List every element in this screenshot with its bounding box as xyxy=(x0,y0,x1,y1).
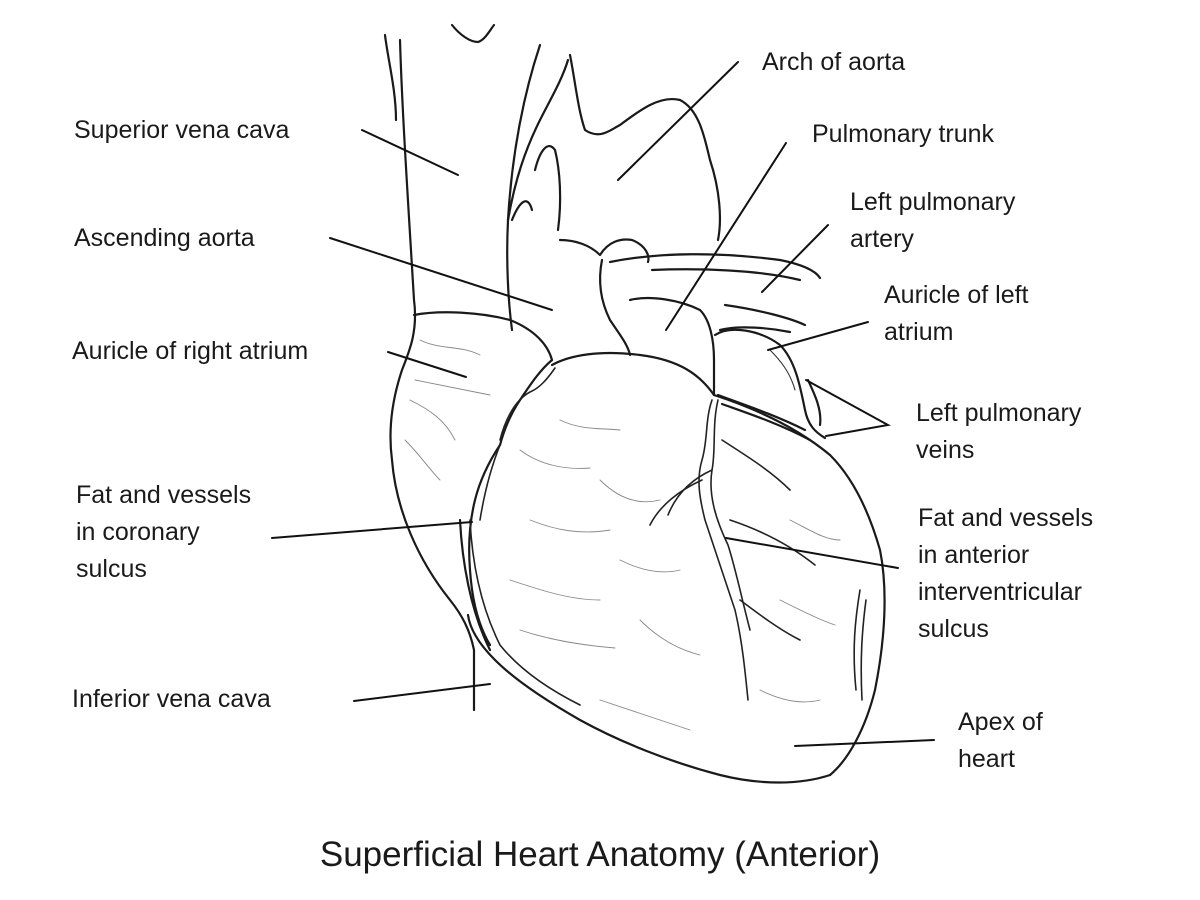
surface-texture xyxy=(509,419,841,731)
right-atrium-shape xyxy=(404,311,554,647)
label-fat-interventricular-sulcus: Fat and vessels in anterior interventric… xyxy=(918,504,1094,643)
label-arch-of-aorta: Arch of aorta xyxy=(762,48,906,76)
leader-apex-of-heart xyxy=(794,739,935,747)
label-inferior-vena-cava: Inferior vena cava xyxy=(72,685,271,713)
leader-arch-of-aorta xyxy=(617,61,739,181)
label-auricle-left-atrium: Auricle of left atrium xyxy=(884,281,1029,346)
label-auricle-right-atrium: Auricle of right atrium xyxy=(72,337,309,365)
label-superior-vena-cava: Superior vena cava xyxy=(74,116,290,144)
diagram-caption: Superficial Heart Anatomy (Anterior) xyxy=(319,835,881,874)
leader-auricle-left-atrium xyxy=(767,321,869,351)
label-apex-of-heart: Apex of heart xyxy=(958,708,1043,773)
leader-lines xyxy=(271,61,935,747)
label-ascending-aorta: Ascending aorta xyxy=(74,224,255,252)
ventricle-shape xyxy=(458,351,886,784)
pulmonary-trunk-shape xyxy=(608,253,822,397)
leader-ascending-aorta xyxy=(329,237,553,311)
leader-left-pulmonary-artery xyxy=(761,224,829,293)
leader-auricle-right-atrium xyxy=(387,351,467,378)
leader-superior-vena-cava xyxy=(361,129,459,176)
leader-pulmonary-trunk xyxy=(665,142,787,331)
leader-left-pulmonary-veins xyxy=(805,379,891,437)
left-atrium-shape xyxy=(713,328,827,442)
label-pulmonary-trunk: Pulmonary trunk xyxy=(812,120,995,148)
leader-fat-coronary-sulcus xyxy=(271,521,473,539)
interventricular-vessels xyxy=(649,399,867,701)
label-left-pulmonary-artery: Left pulmonary artery xyxy=(850,188,1016,253)
leader-inferior-vena-cava xyxy=(353,683,491,702)
label-left-pulmonary-veins: Left pulmonary veins xyxy=(916,399,1082,464)
aortic-arch-shape xyxy=(506,53,722,357)
leader-fat-interventricular-sulcus xyxy=(725,537,899,569)
label-fat-coronary-sulcus: Fat and vessels in coronary sulcus xyxy=(76,481,252,583)
superior-vena-cava-shape xyxy=(383,23,542,712)
